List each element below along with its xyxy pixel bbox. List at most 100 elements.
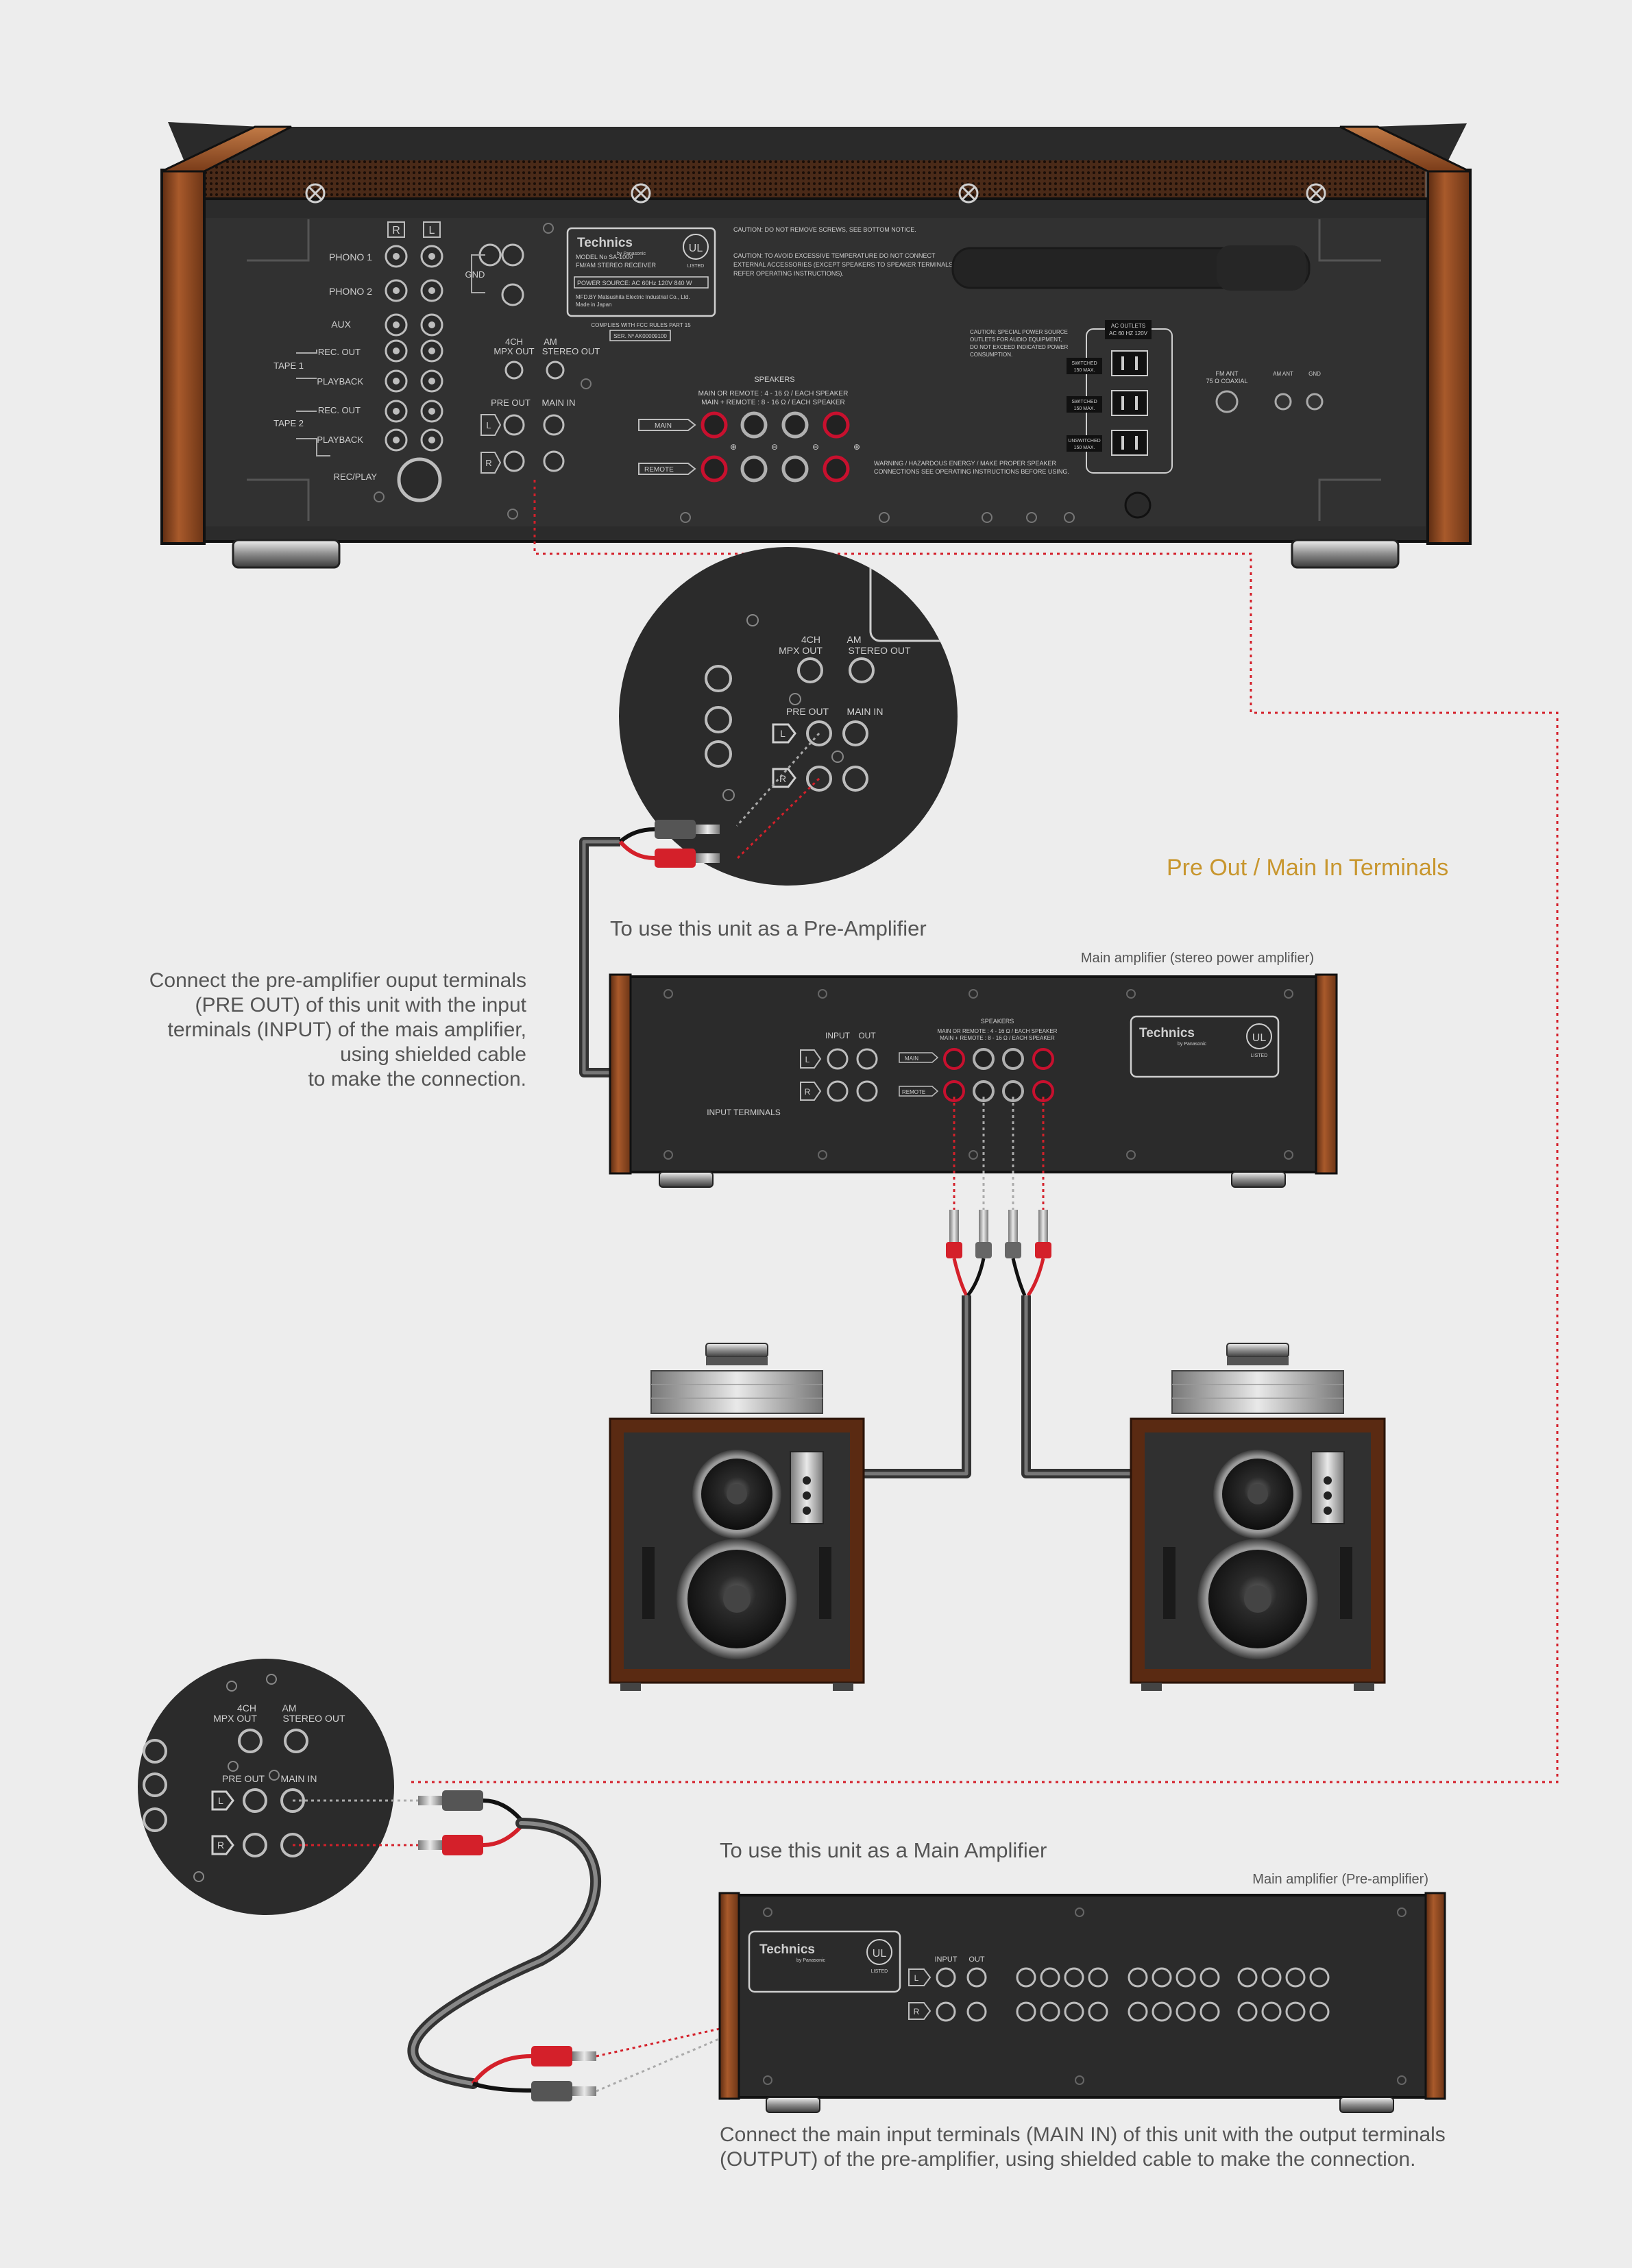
power-amp-remote: REMOTE	[902, 1089, 925, 1095]
receiver-label-playback-2: PLAYBACK	[317, 435, 363, 445]
pre-amp-ul-listed: LISTED	[871, 1969, 888, 1974]
zoom-circle-main-in: 4CH MPX OUT AM STEREO OUT PRE OUT MAIN I…	[138, 1659, 394, 1915]
section2-amp-caption: Main amplifier (Pre-amplifier)	[1252, 1872, 1428, 1887]
receiver-model: MODEL No SA-1000	[576, 254, 633, 260]
receiver-pre-out-r: R	[485, 458, 491, 468]
receiver-label-am: AM	[544, 337, 557, 347]
receiver-label-rec-out-1: REC. OUT	[318, 347, 361, 357]
receiver-terminal-plus-2: ⊕	[853, 442, 860, 452]
receiver-wood-right	[1426, 169, 1472, 545]
pre-amp-input: INPUT	[935, 1955, 958, 1964]
pre-amp-l: L	[914, 1973, 919, 1983]
receiver-label-tape1: TAPE 1	[273, 361, 304, 371]
receiver-label-aux: AUX	[331, 319, 351, 330]
pre-amp-r: R	[914, 2007, 920, 2016]
receiver-ul-mark: UL	[689, 243, 703, 254]
zoom1-l: L	[780, 728, 785, 739]
receiver-label-phono2: PHONO 2	[329, 286, 372, 297]
receiver-label-pre-out: PRE OUT	[491, 398, 531, 408]
receiver-outlet-1-max: 150 MAX.	[1074, 368, 1095, 373]
receiver-power-caution-3: DO NOT EXCEED INDICATED POWER	[970, 344, 1068, 350]
receiver-wood-left	[160, 169, 206, 545]
speaker-left	[609, 1343, 865, 1691]
receiver-vent	[206, 160, 1426, 202]
pre-amp-brand: Technics	[759, 1942, 815, 1957]
receiver-outlet-3-type: UNSWITCHED	[1068, 439, 1100, 443]
receiver-foot-left	[232, 539, 341, 569]
receiver-label-gnd: GND	[465, 269, 485, 280]
speaker-cables	[857, 1097, 1141, 1478]
section2-line-2: (OUTPUT) of the pre-amplifier, using shi…	[720, 2148, 1416, 2171]
power-amp-main: MAIN	[905, 1056, 918, 1062]
section2-line-1: Connect the main input terminals (MAIN I…	[720, 2123, 1446, 2146]
pre-amp-jacks	[936, 1967, 1330, 2022]
section1-line-3: terminals (INPUT) of the mais amplifier,	[167, 1019, 526, 1041]
receiver-caution-1: CAUTION: DO NOT REMOVE SCREWS, SEE BOTTO…	[733, 226, 916, 233]
zoom2-pre-out: PRE OUT	[222, 1773, 265, 1784]
receiver-fm-ant: FM ANT	[1216, 370, 1239, 377]
receiver-terminal-minus-2: ⊖	[812, 442, 819, 452]
receiver-channel-r: R	[392, 225, 400, 236]
receiver-ac-outlets: AC OUTLETS	[1111, 323, 1145, 329]
zoom2-l: L	[218, 1795, 223, 1806]
receiver-am-ant: AM ANT	[1273, 371, 1293, 377]
section1-description: Connect the pre-amplifier ouput terminal…	[149, 968, 526, 1092]
receiver-label-mpx-out: MPX OUT	[494, 346, 534, 356]
section2-heading: To use this unit as a Main Amplifier	[720, 1838, 1047, 1862]
receiver-main-label: MAIN	[655, 422, 672, 430]
receiver-power-caution-1: CAUTION: SPECIAL POWER SOURCE	[970, 329, 1068, 335]
receiver-speaker-spec-2: MAIN + REMOTE : 8 - 16 Ω / EACH SPEAKER	[701, 399, 844, 406]
receiver-ac-outlets-spec: AC 60 HZ 120V	[1109, 330, 1148, 337]
power-amp-input-r: R	[805, 1087, 811, 1097]
zoom2-main-in: MAIN IN	[281, 1773, 317, 1784]
zoom-circle-pre-out: 4CH MPX OUT AM STEREO OUT PRE OUT MAIN I…	[619, 547, 958, 886]
pre-amp-ul: UL	[873, 1948, 887, 1960]
receiver-warning-2: CONNECTIONS SEE OPERATING INSTRUCTIONS B…	[874, 468, 1069, 475]
receiver-brand-sub: by Panasonic	[617, 252, 646, 256]
zoom1-mpx-out: MPX OUT	[779, 645, 823, 656]
power-amp-brand-sub: by Panasonic	[1178, 1042, 1207, 1047]
power-amp-wood-right	[1315, 973, 1338, 1175]
power-amp-input-l: L	[805, 1055, 810, 1064]
receiver-brand: Technics	[577, 236, 633, 250]
receiver-label-box	[566, 227, 716, 317]
zoom2-am-stereo-out: STEREO OUT	[282, 1713, 345, 1724]
receiver-fm-ant-spec: 75 Ω COAXIAL	[1206, 378, 1248, 385]
pre-amplifier: Technics by Panasonic UL LISTED L R INPU…	[718, 1892, 1446, 2113]
receiver-outlet-3-max: 150 MAX.	[1074, 446, 1095, 450]
zoom1-am: AM	[847, 634, 862, 645]
receiver-terminal-minus-1: ⊖	[771, 442, 778, 452]
receiver-antenna-terminals	[1124, 390, 1324, 519]
section1-amp-caption: Main amplifier (stereo power amplifier)	[1080, 951, 1314, 966]
power-amp-ul: UL	[1252, 1032, 1267, 1044]
power-amp-wood-left	[609, 973, 632, 1175]
receiver-label-am-stereo-out: STEREO OUT	[542, 346, 600, 356]
receiver-channel-l: L	[429, 225, 435, 236]
receiver-gnd-ant: GND	[1308, 371, 1321, 377]
receiver-remote-label: REMOTE	[644, 466, 674, 474]
receiver-warning-1: WARNING / HAZARDOUS ENERGY / MAKE PROPER…	[874, 460, 1057, 467]
zoom2-r: R	[217, 1840, 224, 1851]
zoom1-am-stereo-out: STEREO OUT	[848, 645, 910, 656]
receiver-speaker-terminals	[701, 411, 850, 483]
pre-amp-brand-sub: by Panasonic	[796, 1958, 826, 1963]
pre-amp-wood-right	[1424, 1892, 1446, 2100]
receiver-power-source: POWER SOURCE: AC 60Hz 120V 840 W	[577, 280, 692, 286]
section1-line-2: (PRE OUT) of this unit with the input	[195, 994, 526, 1016]
receiver-outlet-2-max: 150 MAX.	[1074, 406, 1095, 411]
receiver-pre-out-l: L	[486, 420, 491, 430]
zoom2-4ch: 4CH	[237, 1703, 256, 1714]
receiver-label-playback-1: PLAYBACK	[317, 376, 363, 387]
shielded-cable-2	[293, 1790, 945, 2101]
section1-line-1: Connect the pre-amplifier ouput terminal…	[149, 969, 526, 992]
power-amp-speakers: SPEAKERS	[981, 1018, 1014, 1025]
zoom1-main-in: MAIN IN	[847, 706, 884, 717]
power-amp-input-terminals: INPUT TERMINALS	[707, 1108, 781, 1117]
receiver-power-caution-4: CONSUMPTION.	[970, 352, 1012, 358]
power-amp-spec-2: MAIN + REMOTE : 8 - 16 Ω / EACH SPEAKER	[940, 1035, 1055, 1041]
zoom1-r: R	[779, 773, 786, 784]
receiver-outlet-2-type: SWITCHED	[1071, 400, 1097, 404]
receiver-label-rec-out-2: REC. OUT	[318, 405, 361, 415]
receiver-rear-panel: R L PHONO 1 PHONO 2 AUX REC. OUT TAPE 1 …	[160, 122, 1472, 569]
